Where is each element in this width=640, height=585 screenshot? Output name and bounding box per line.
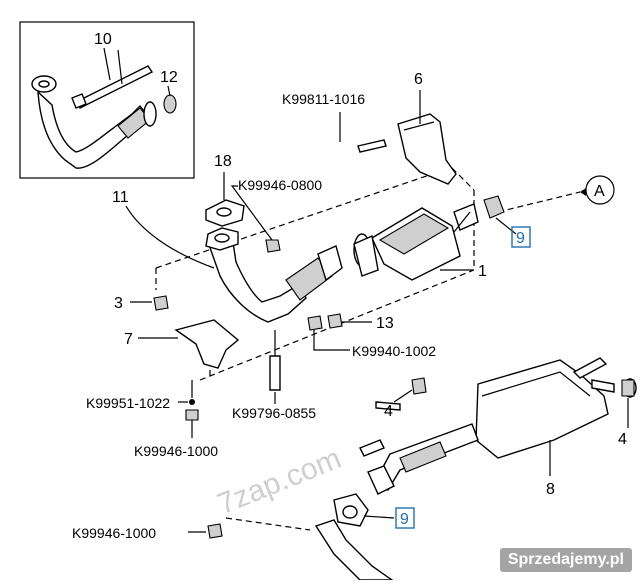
code-k99940-1002: K99940-1002: [352, 343, 436, 359]
inset-detail-box: [19, 21, 195, 179]
part-label-10: 10: [94, 31, 112, 48]
part-label-9-bottom: 9: [400, 511, 409, 528]
part-label-18: 18: [214, 153, 232, 170]
reference-circle-a-label: A: [594, 183, 605, 200]
gasket-18: [205, 199, 245, 227]
leader-9-bottom: [363, 515, 395, 519]
muffler-8: [359, 357, 637, 495]
leader-4-left: [393, 389, 413, 403]
washer-1022: [189, 399, 195, 405]
code-k99946-0800: K99946-0800: [238, 177, 322, 193]
code-k99946-1000-a: K99946-1000: [134, 443, 218, 459]
leader-k1002: [313, 330, 350, 351]
part-label-12: 12: [160, 69, 178, 86]
part-label-9-top: 9: [516, 230, 525, 247]
part-label-4-right: 4: [618, 431, 627, 448]
leader-10: [103, 47, 111, 81]
part-label-11: 11: [112, 189, 129, 206]
nut-1000a: [185, 409, 199, 421]
nut-1000b: [207, 523, 223, 539]
brand-watermark: Sprzedajemy.pl: [499, 548, 632, 572]
box-9-bottom: [395, 507, 415, 529]
part-label-1: 1: [478, 263, 487, 280]
arrow-to-a: [580, 188, 586, 196]
nut-3: [153, 295, 169, 311]
part-label-13: 13: [376, 315, 394, 332]
leader-9-top: [495, 217, 517, 235]
part-label-6: 6: [414, 71, 423, 88]
code-k99946-1000-b: K99946-1000: [72, 525, 156, 541]
hanger-4-left: [411, 377, 427, 395]
rear-pipe: [314, 519, 395, 581]
hanger-4-right: [621, 379, 635, 397]
gasket-9-top: [483, 195, 505, 219]
leader-k0800: [230, 185, 273, 241]
code-k99796-0855: K99796-0855: [232, 405, 316, 421]
part-label-3: 3: [114, 295, 123, 312]
part-label-4-left: 4: [384, 403, 393, 420]
watermark: 7zap.com: [213, 442, 346, 521]
heat-shield-6: [397, 113, 457, 185]
part-label-7: 7: [124, 331, 133, 348]
nut-0800: [265, 239, 281, 253]
box-9-top: [511, 226, 531, 248]
part-label-8: 8: [546, 481, 555, 498]
leader-11: [125, 205, 215, 269]
front-pipe: [205, 227, 343, 323]
catalytic-converter-1: [353, 203, 479, 281]
screw-1016: [357, 139, 387, 153]
code-k99951-1022: K99951-1022: [86, 395, 170, 411]
gasket-9-bottom: [333, 493, 369, 527]
bracket-7: [174, 319, 240, 369]
nut-13b: [327, 313, 343, 329]
bolt-0855: [269, 355, 281, 391]
code-k99811-1016: K99811-1016: [282, 91, 365, 107]
nut-13a: [307, 315, 323, 331]
